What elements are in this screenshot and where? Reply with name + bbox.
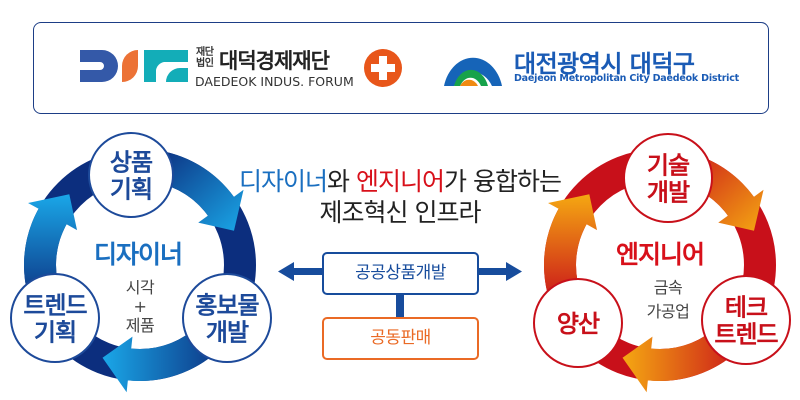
designer-center-sub: 시각 <box>126 278 155 297</box>
plus-circle-icon <box>364 49 402 87</box>
engineer-node-circle <box>701 275 791 365</box>
dif-prefix-line1: 재단 <box>196 47 214 58</box>
title-conj1: 와 <box>327 167 356 196</box>
center-connectors <box>278 262 522 318</box>
designer-center-sub: 제품 <box>126 316 154 335</box>
arrow-right-icon <box>478 262 522 281</box>
daedeok-district-emblem-icon <box>444 57 502 86</box>
designer-node-label: 홍보물 <box>195 292 259 320</box>
engineer-node-label: 양산 <box>557 310 600 338</box>
diagram-title-line2: 제조혁신 인프라 <box>319 198 482 227</box>
arrow-left-icon <box>278 262 324 281</box>
designer-center-title: 디자이너 <box>94 240 182 269</box>
title-rest: 가 융합하는 <box>444 167 562 196</box>
dif-english-name: DAEDEOK INDUS. FORUM <box>195 74 354 89</box>
connector-line <box>396 294 404 318</box>
designer-node-label: 기획 <box>34 319 76 347</box>
engineer-node-label: 기술 <box>647 152 690 180</box>
engineer-center-title: 엔지니어 <box>616 240 704 269</box>
designer-cycle-arrow <box>154 150 244 231</box>
district-name: 대전광역시 대덕구 <box>514 50 695 78</box>
designer-node-label: 개발 <box>206 319 249 347</box>
engineer-node-label: 트렌드 <box>714 321 778 349</box>
engineer-node-label: 개발 <box>647 179 690 207</box>
engineer-center-sub: 금속 <box>654 278 682 297</box>
public-product-development-box: 공공상품개발 <box>322 252 479 295</box>
designer-node-circle <box>182 273 272 363</box>
engineer-cycle-arrow <box>544 194 598 305</box>
designer-center-sub: + <box>134 297 147 316</box>
district-english-name: Daejeon Metropolitan City Daedeok Distri… <box>514 73 740 84</box>
designer-node-circle <box>10 273 100 363</box>
designer-node-label: 트렌드 <box>23 292 87 320</box>
engineer-node-circle <box>533 278 623 368</box>
designer-node-circle <box>88 132 174 218</box>
joint-sales-box: 공동판매 <box>322 317 479 360</box>
designer-node-label: 기획 <box>110 176 152 204</box>
engineer-node: 양산 <box>533 278 623 368</box>
engineer-center-sub: 가공업 <box>647 302 690 321</box>
engineer-node-label: 테크 <box>725 294 768 322</box>
dif-name: 대덕경제재단 <box>219 49 330 73</box>
dif-prefix-line2: 법인 <box>196 58 214 69</box>
engineer-node-circle <box>623 133 713 223</box>
designer-node-label: 상품 <box>110 149 153 177</box>
title-engineer: 엔지니어 <box>356 167 445 196</box>
dif-logo-icon <box>80 50 188 82</box>
diagram-title-line1: 디자이너와 엔지니어가 융합하는 <box>190 162 610 198</box>
title-designer: 디자이너 <box>239 167 328 196</box>
